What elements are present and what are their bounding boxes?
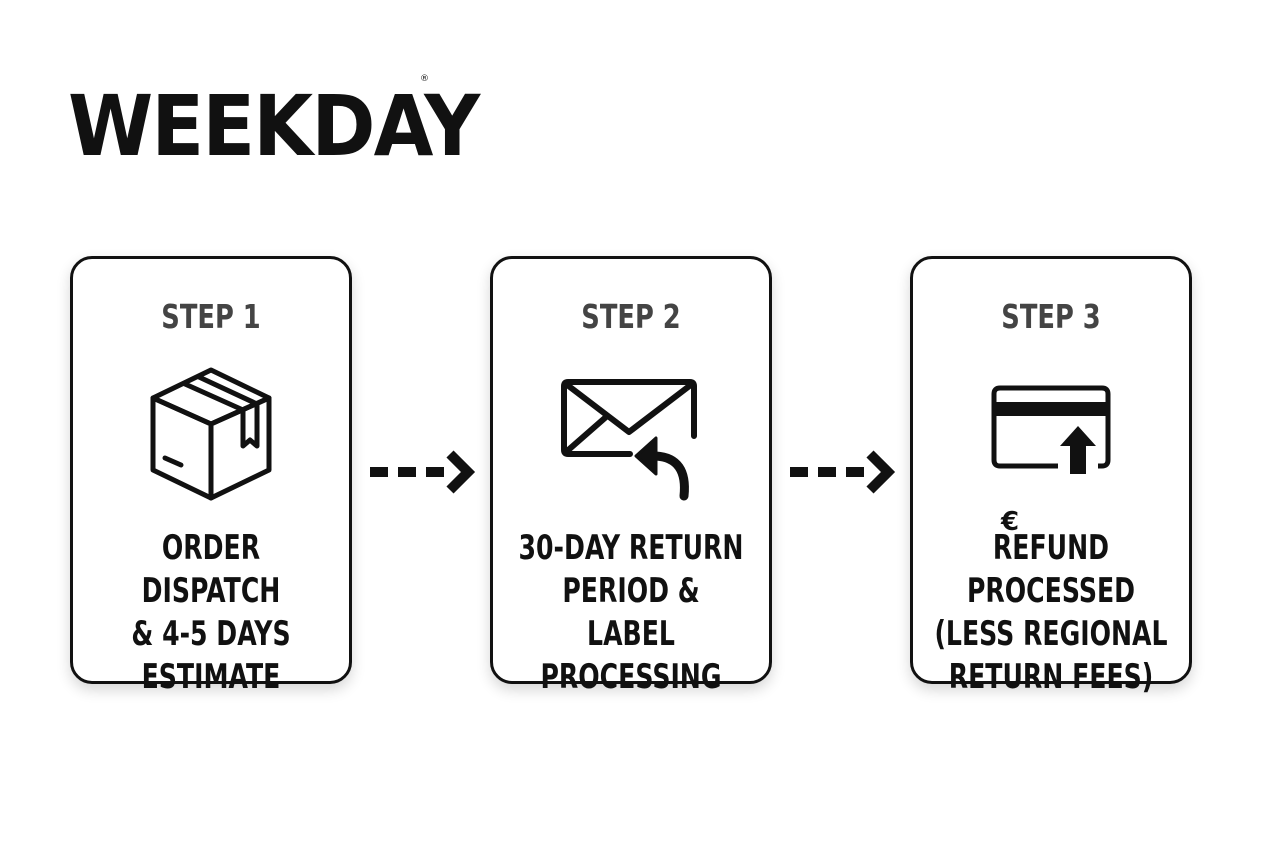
step-card-1: STEP 1 ORDER DISPATCH & 4-5 DAYS ESTIMAT… [70, 256, 352, 697]
package-box-icon [73, 359, 349, 504]
euro-symbol: € [1001, 507, 1020, 537]
credit-card-refund-icon: € [913, 359, 1189, 537]
step-description: ORDER DISPATCH & 4-5 DAYS ESTIMATE [131, 528, 291, 697]
step-card-2: STEP 2 30-DAY RETURN PERIOD & LABEL PROC… [490, 256, 772, 697]
step-label: STEP 1 [161, 297, 261, 336]
step-card-3: STEP 3 € REFUND PROCESSED (LESS REGIONAL… [910, 256, 1192, 697]
dashed-arrow-right-icon [368, 450, 478, 494]
step-description: REFUND PROCESSED (LESS REGIONAL RETURN F… [934, 528, 1168, 697]
step-label: STEP 2 [581, 297, 681, 336]
step-label: STEP 3 [1001, 297, 1101, 336]
dashed-arrow-right-icon [788, 450, 898, 494]
step-description: 30-DAY RETURN PERIOD & LABEL PROCESSING [518, 528, 744, 697]
logo-text: WEEKDAY [68, 77, 480, 175]
logo-wordmark: WEEKDAY [68, 78, 514, 168]
registered-mark: ® [420, 74, 429, 84]
envelope-return-icon [493, 359, 769, 504]
